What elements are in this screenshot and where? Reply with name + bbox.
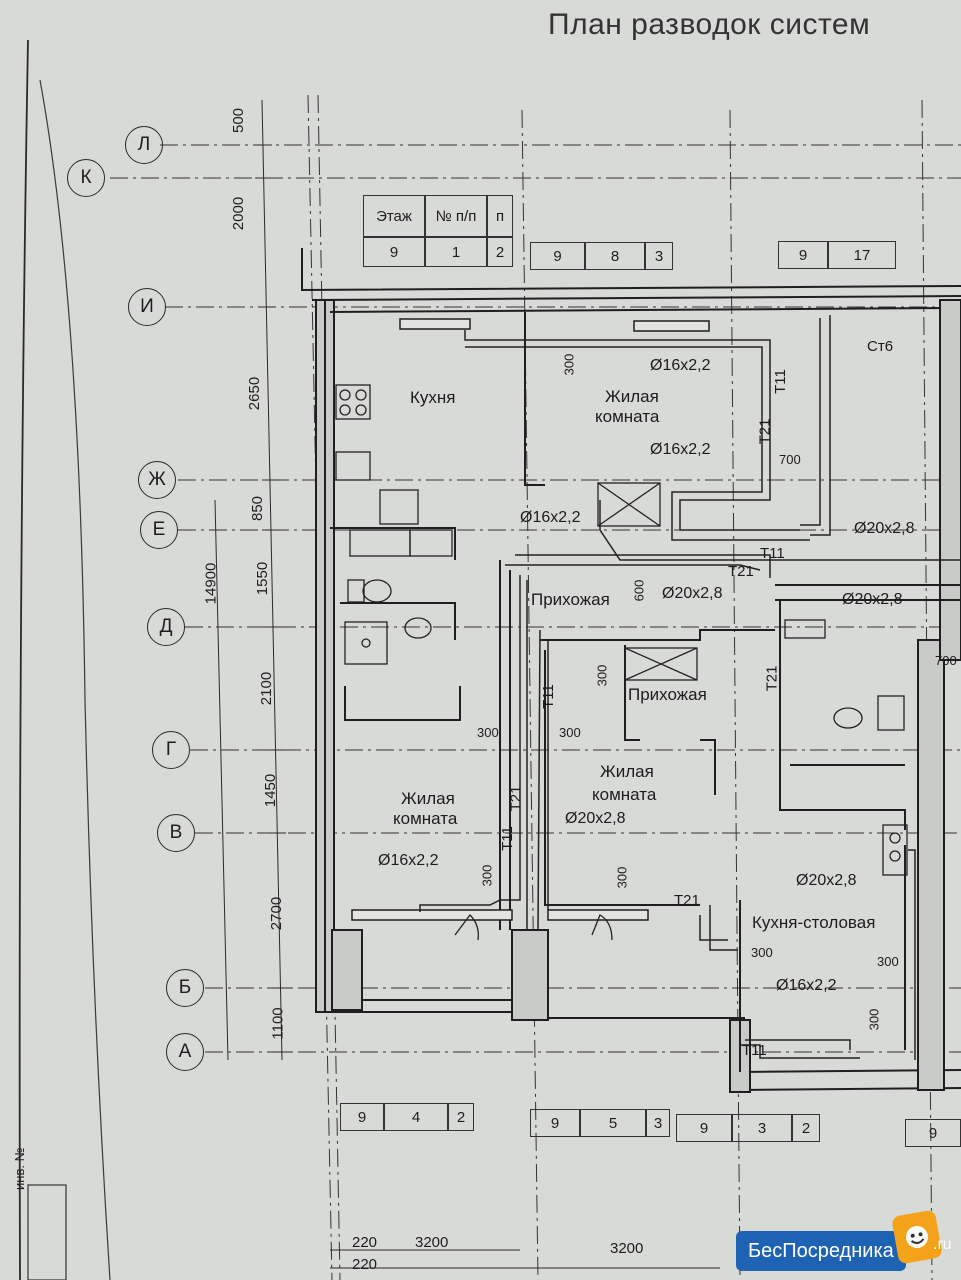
- dim-300-e: 300: [479, 864, 495, 887]
- dim-300-a: 300: [561, 353, 577, 376]
- tag-t11-left: T11: [498, 826, 516, 851]
- table-cell-floor: 9: [363, 237, 425, 267]
- dim-300-h: 300: [877, 954, 899, 969]
- table-b3-cell-2: 3: [732, 1114, 792, 1142]
- room-living-top-line1: Жилая: [605, 387, 659, 406]
- dim-300-c: 300: [477, 725, 499, 740]
- dim-500: 500: [230, 107, 248, 134]
- tag-t11-hall: T11: [760, 545, 785, 562]
- table-b1-cell-3: 2: [448, 1103, 474, 1131]
- tag-riser-st6: Ст6: [867, 338, 894, 355]
- table-b2-cell-2: 5: [580, 1109, 646, 1137]
- axis-bubble-d: Д: [147, 608, 185, 646]
- room-living-left-line1: Жилая: [401, 789, 455, 808]
- table-b2-cell-1: 9: [530, 1109, 580, 1137]
- room-kitchen: Кухня: [410, 388, 456, 407]
- dim-300-b: 300: [594, 664, 610, 687]
- axis-bubble-v: В: [157, 814, 195, 852]
- dim-1550: 1550: [254, 561, 272, 596]
- pipe-spec-8: Ø20x2,8: [565, 810, 626, 827]
- table-mid-cell-3: 3: [645, 242, 673, 270]
- room-living-top-line2: комната: [595, 407, 660, 426]
- tag-t21-left: T21: [507, 785, 525, 812]
- pipe-spec-5: Ø20x2,8: [662, 585, 723, 602]
- tag-t11-bottom: T11: [742, 1042, 767, 1059]
- room-living-mid-line2: комната: [592, 785, 657, 804]
- sheet-title: План разводок систем: [548, 8, 871, 41]
- dim-1450: 1450: [262, 773, 280, 808]
- table-header-n: п: [487, 195, 513, 237]
- tag-t21-bottom: T21: [674, 892, 700, 909]
- pipe-spec-1: Ø16x2,2: [650, 357, 711, 374]
- axis-bubble-b: Б: [166, 969, 204, 1007]
- dim-300-d: 300: [559, 725, 581, 740]
- dim-850: 850: [249, 495, 267, 522]
- pipe-spec-9: Ø20x2,8: [796, 872, 857, 889]
- table-header-number: № п/п: [425, 195, 487, 237]
- table-b2-cell-3: 3: [646, 1109, 670, 1137]
- room-living-left-line2: комната: [393, 809, 458, 828]
- inventory-stamp: инв. №: [12, 1147, 27, 1190]
- axis-bubble-l: Л: [125, 126, 163, 164]
- dim-600: 600: [631, 579, 647, 602]
- dim-14900: 14900: [202, 562, 220, 605]
- table-b1-cell-2: 4: [384, 1103, 448, 1131]
- dim-bottom-3200a: 3200: [415, 1234, 449, 1251]
- pipe-spec-4: Ø20x2,8: [854, 520, 915, 537]
- dim-300-g: 300: [751, 945, 773, 960]
- dim-bottom-220a: 220: [352, 1234, 378, 1251]
- dim-bottom-220b: 220: [352, 1256, 378, 1273]
- dim-700-a: 700: [779, 452, 801, 467]
- table-mid-cell-1: 9: [530, 242, 585, 270]
- table-cell-n: 2: [487, 237, 513, 267]
- axis-bubble-k: К: [67, 159, 105, 197]
- dim-bottom-3200b: 3200: [610, 1240, 644, 1257]
- axis-bubble-g: Г: [152, 731, 190, 769]
- axis-bubble-i: И: [128, 288, 166, 326]
- axis-bubble-zh: Ж: [138, 461, 176, 499]
- table-b3-cell-3: 2: [792, 1114, 820, 1142]
- tag-t21-right: T21: [763, 665, 781, 692]
- table-b3-cell-1: 9: [676, 1114, 732, 1142]
- watermark-text: БесПосредника: [748, 1239, 894, 1262]
- watermark-logo-icon: [891, 1209, 943, 1265]
- pipe-spec-10: Ø16x2,2: [776, 977, 837, 994]
- room-kitchen-dining: Кухня-столовая: [752, 913, 876, 932]
- table-b4-cell-1: 9: [905, 1119, 961, 1147]
- dim-2000: 2000: [230, 196, 248, 231]
- table-mid-cell-2: 8: [585, 242, 645, 270]
- room-hall-1: Прихожая: [531, 590, 610, 609]
- table-right-cell-2: 17: [828, 241, 896, 269]
- dim-2650: 2650: [246, 376, 264, 411]
- watermark-suffix: .ru: [933, 1236, 952, 1253]
- room-hall-2: Прихожая: [628, 685, 707, 704]
- dim-700-b: 700: [935, 653, 957, 668]
- dim-1100: 1100: [269, 1007, 287, 1040]
- tag-t11-top: T11: [771, 369, 789, 394]
- dim-300-f: 300: [614, 866, 630, 889]
- dim-300-i: 300: [866, 1008, 882, 1031]
- dim-2100: 2100: [258, 671, 276, 706]
- table-b1-cell-1: 9: [340, 1103, 384, 1131]
- pipe-spec-7: Ø16x2,2: [378, 852, 439, 869]
- tag-t21-hall: T21: [728, 563, 754, 580]
- table-cell-number: 1: [425, 237, 487, 267]
- axis-bubble-e: Е: [140, 511, 178, 549]
- table-header-floor: Этаж: [363, 195, 425, 237]
- dim-2700: 2700: [268, 896, 286, 931]
- axis-bubble-a: А: [166, 1033, 204, 1071]
- room-living-mid-line1: Жилая: [600, 762, 654, 781]
- pipe-spec-3: Ø16x2,2: [520, 509, 581, 526]
- pipe-spec-2: Ø16x2,2: [650, 441, 711, 458]
- table-right-cell-1: 9: [778, 241, 828, 269]
- tag-t21-top: T21: [756, 418, 774, 445]
- pipe-spec-6: Ø20x2,8: [842, 591, 903, 608]
- tag-t11-mid: T11: [539, 684, 557, 709]
- watermark-banner: БесПосредника: [736, 1231, 906, 1271]
